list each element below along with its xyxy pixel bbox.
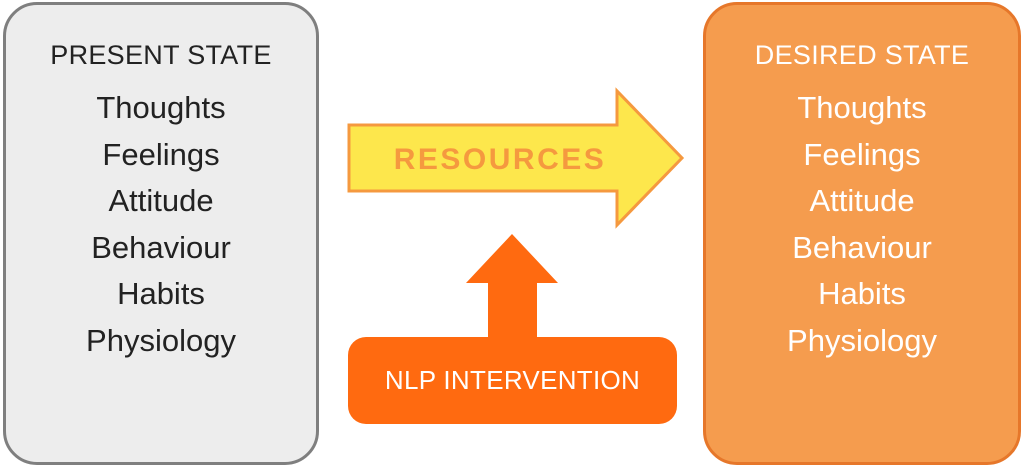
resources-label: RESOURCES (393, 143, 607, 176)
resources-arrow (347, 87, 685, 229)
upward-arrow (466, 234, 558, 345)
desired-state-item: Habits (818, 276, 906, 311)
nlp-intervention-box: NLP INTERVENTION (348, 337, 677, 424)
desired-state-item: Thoughts (797, 90, 927, 125)
desired-state-box: DESIRED STATE Thoughts Feelings Attitude… (703, 2, 1021, 465)
present-state-item: Feelings (102, 136, 220, 172)
desired-state-item: Attitude (809, 183, 915, 218)
present-state-item: Habits (117, 276, 205, 311)
desired-state-item: Feelings (803, 136, 921, 172)
present-state-list: Thoughts Feelings Attitude Behaviour Hab… (6, 85, 316, 364)
present-state-item: Thoughts (96, 90, 226, 125)
desired-state-list: Thoughts Feelings Attitude Behaviour Hab… (706, 85, 1018, 364)
desired-state-item: Behaviour (792, 229, 932, 265)
present-state-item: Attitude (108, 183, 214, 218)
present-state-box: PRESENT STATE Thoughts Feelings Attitude… (3, 2, 319, 465)
present-state-title: PRESENT STATE (50, 40, 272, 70)
desired-state-title: DESIRED STATE (754, 40, 970, 70)
present-state-item: Behaviour (91, 229, 231, 265)
present-state-item: Physiology (86, 322, 236, 358)
desired-state-item: Physiology (787, 322, 937, 358)
